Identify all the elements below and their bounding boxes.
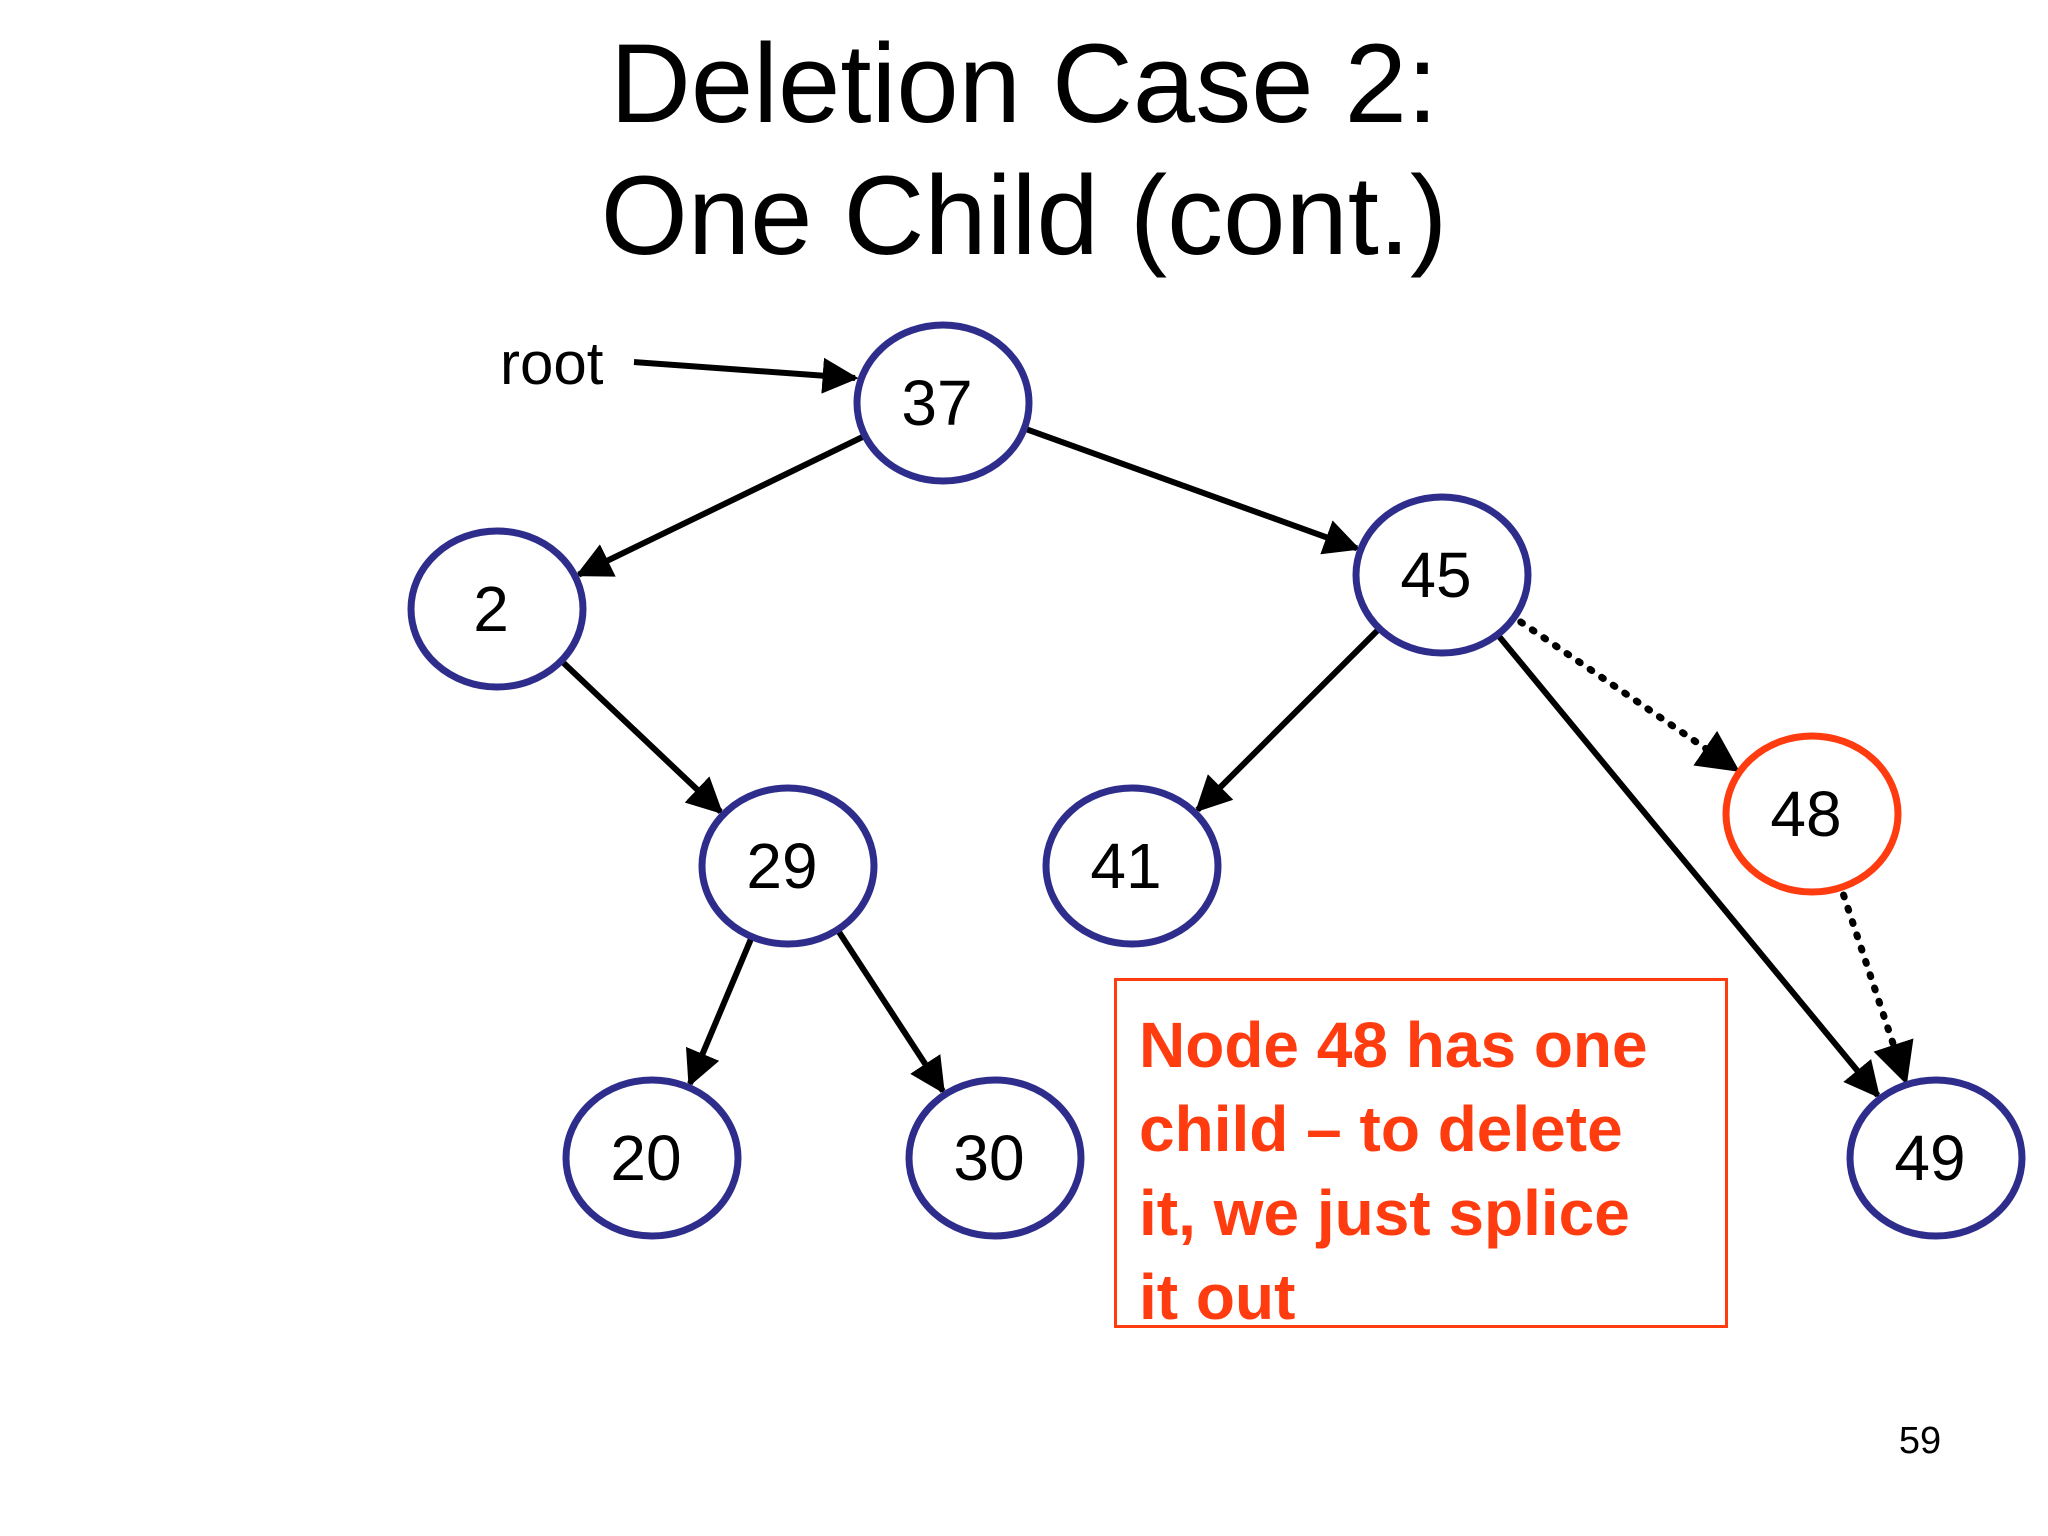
edge-45-to-49 (1491, 628, 1881, 1099)
node-circle (1042, 784, 1222, 948)
tree-node-45: 45 (1352, 493, 1532, 657)
tree-node-30: 30 (905, 1076, 1085, 1240)
edge-2-to-29 (554, 654, 724, 815)
node-circle (853, 321, 1033, 485)
node-label: 29 (746, 830, 817, 902)
node-circle (1846, 1076, 2026, 1240)
edge-37-to-2 (575, 430, 872, 578)
title-line-2: One Child (cont.) (600, 153, 1448, 278)
root-pointer-arrow (633, 357, 859, 394)
node-circle (407, 527, 587, 691)
node-label: 30 (953, 1122, 1024, 1194)
callout-line-3: it, we just splice (1139, 1177, 1630, 1249)
node-label: 2 (473, 573, 509, 645)
node-label: 41 (1090, 830, 1161, 902)
node-label: 20 (610, 1122, 681, 1194)
node-label: 48 (1770, 778, 1841, 850)
title-line-1: Deletion Case 2: (609, 21, 1439, 146)
tree-node-48: 48 (1722, 732, 1902, 896)
node-circle (1722, 732, 1902, 896)
node-circle (905, 1076, 1085, 1240)
node-circle (698, 784, 878, 948)
node-circle (562, 1076, 742, 1240)
slide-title: Deletion Case 2: One Child (cont.) (0, 18, 2048, 282)
edge-29-to-30 (831, 923, 946, 1095)
node-circle (1352, 493, 1532, 657)
edge-45-to-41 (1195, 622, 1386, 813)
tree-node-41: 41 (1042, 784, 1222, 948)
node-label: 49 (1894, 1122, 1965, 1194)
page-number: 59 (1898, 1420, 1942, 1462)
node-label: 37 (901, 367, 972, 439)
edge-48-to-49-dotted (1835, 878, 1914, 1085)
callout-line-2: child – to delete (1139, 1093, 1623, 1165)
tree-node-2: 2 (407, 527, 587, 691)
tree-node-29: 29 (698, 784, 878, 948)
tree-node-20: 20 (562, 1076, 742, 1240)
edge-29-to-20 (685, 930, 757, 1087)
edge-37-to-45 (1017, 423, 1361, 555)
root-label: root (500, 330, 604, 397)
callout-line-4: it out (1139, 1261, 1296, 1333)
edge-45-to-48-dotted (1505, 610, 1740, 774)
callout-box: Node 48 has one child – to delete it, we… (1114, 978, 1728, 1333)
tree-node-49: 49 (1846, 1076, 2026, 1240)
tree-node-37: 37 (853, 321, 1033, 485)
node-label: 45 (1400, 539, 1471, 611)
callout-line-1: Node 48 has one (1139, 1009, 1648, 1081)
